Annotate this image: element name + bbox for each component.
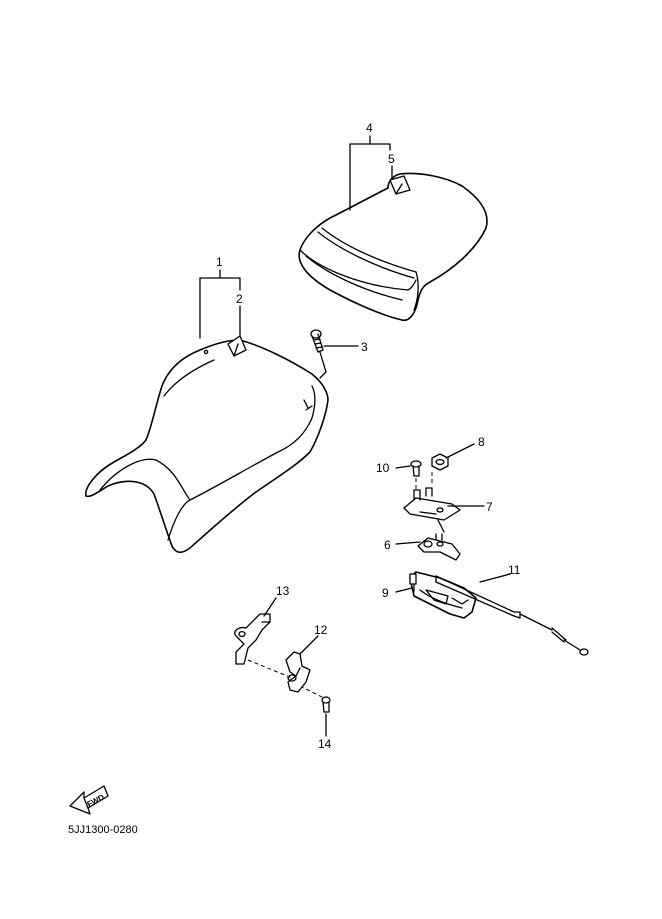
bolt-drawing [310, 329, 327, 379]
callout-3: 3 [361, 340, 368, 354]
callout-4: 4 [366, 121, 373, 135]
callout-8: 8 [478, 435, 485, 449]
lower-bracket-drawing [234, 613, 331, 713]
front-seat-drawing [85, 335, 329, 554]
drawing-code: 5JJ1300-0280 [68, 824, 138, 836]
callout-9: 9 [382, 586, 389, 600]
callout-14: 14 [318, 737, 332, 751]
callout-numbers: 1 2 3 4 5 6 7 8 9 10 11 12 13 14 [216, 121, 521, 751]
callout-5: 5 [388, 152, 395, 166]
rear-seat-drawing [298, 172, 488, 322]
callout-1: 1 [216, 255, 223, 269]
callout-7: 7 [486, 500, 493, 514]
leader-lines [199, 135, 511, 737]
lock-assembly-drawing [403, 453, 589, 656]
callout-2: 2 [236, 292, 243, 306]
callout-12: 12 [314, 623, 328, 637]
fwd-arrow-icon: FWD [69, 785, 109, 815]
callout-13: 13 [276, 584, 290, 598]
callout-6: 6 [384, 538, 391, 552]
callout-10: 10 [376, 461, 390, 475]
callout-11: 11 [508, 563, 521, 577]
